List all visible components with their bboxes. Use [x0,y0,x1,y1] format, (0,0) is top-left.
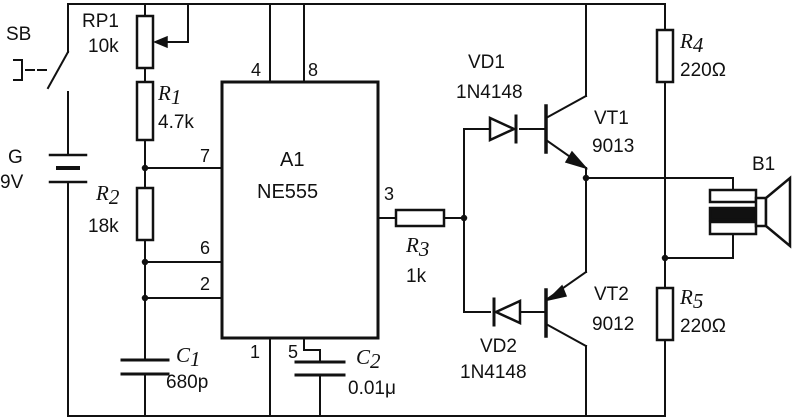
resistor-r4: R4 220Ω [655,28,726,84]
vd1-ref-label: VD1 [468,52,505,73]
vt2-part-label: 9012 [592,314,634,335]
resistor-r1: R1 4.7k [135,80,194,142]
potentiometer-rp1: RP1 10k [82,11,168,70]
pin-3-label: 3 [384,184,394,204]
c1-value-label: 680p [166,372,208,393]
diode-vd1: VD1 1N4148 [456,52,523,144]
capacitor-c1: C1 680p [120,343,208,393]
vd1-part-label: 1N4148 [456,82,523,103]
r1-ref-label: R1 [157,81,181,109]
vt2-ref-label: VT2 [594,284,629,305]
transistor-vt1: VT1 9013 [544,94,634,170]
r5-ref-label: R5 [679,285,703,313]
r3-value-label: 1k [406,266,427,287]
pin-6-label: 6 [200,238,210,258]
r4-value-label: 220Ω [680,60,726,81]
r1-value-label: 4.7k [158,112,194,133]
diode-vd2: VD2 1N4148 [460,297,527,383]
switch-sb: SB [6,24,70,96]
transistor-vt2: VT2 9012 [544,270,634,348]
r3-ref-label: R3 [405,233,429,261]
vt1-part-label: 9013 [592,136,634,157]
r4-ref-label: R4 [679,29,704,57]
c2-value-label: 0.01μ [348,378,396,399]
pin-4-label: 4 [251,60,261,80]
pin-8-label: 8 [308,60,318,80]
junction-dots [141,164,669,302]
speaker-b1: B1 [708,154,792,249]
c2-ref-label: C2 [356,345,381,373]
resistor-r3: R3 1k [394,208,446,287]
capacitor-c2: C2 0.01μ [294,345,396,399]
pin-7-label: 7 [200,146,210,166]
vd2-part-label: 1N4148 [460,362,527,383]
pin-5-label: 5 [288,342,298,362]
b1-ref-label: B1 [752,154,775,175]
resistor-r2: R2 18k [88,181,155,242]
rp1-value-label: 10k [88,36,119,57]
battery-g: G 9V [0,147,88,193]
r2-value-label: 18k [88,216,119,237]
vt1-ref-label: VT1 [594,108,629,129]
rp1-ref-label: RP1 [82,11,119,32]
r5-value-label: 220Ω [680,316,726,337]
r2-ref-label: R2 [95,181,120,209]
c1-ref-label: C1 [176,343,201,371]
ic-ref-label: A1 [280,149,304,171]
switch-label: SB [6,24,31,45]
pin-2-label: 2 [200,274,210,294]
pin-1-label: 1 [250,342,260,362]
vd2-ref-label: VD2 [480,336,517,357]
battery-ref-label: G [8,147,23,168]
ic-part-label: NE555 [257,181,318,203]
ic-a1-ne555: A1 NE555 4 8 7 6 2 3 1 5 [200,60,394,362]
resistor-r5: R5 220Ω [655,285,726,342]
battery-value-label: 9V [0,172,24,193]
